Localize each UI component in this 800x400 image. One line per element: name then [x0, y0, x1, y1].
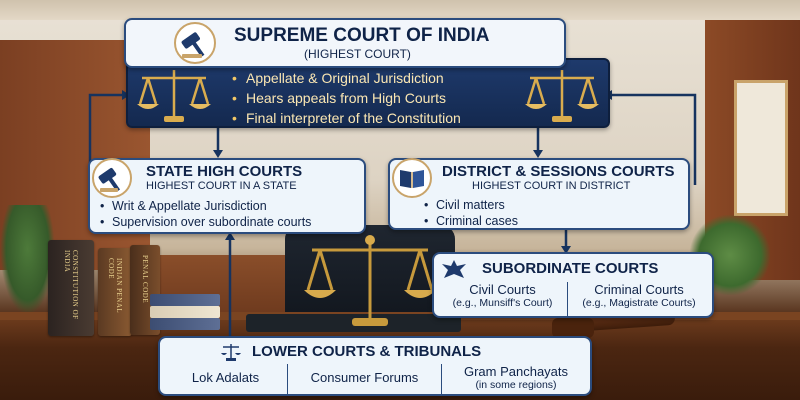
- district-courts-title: DISTRICT & SESSIONS COURTS: [442, 163, 675, 180]
- gavel-icon: [92, 158, 132, 198]
- supreme-court-header: SUPREME COURT OF INDIA (HIGHEST COURT): [124, 18, 566, 68]
- consumer-forums: Consumer Forums: [288, 364, 442, 394]
- lower-courts-split: Lok Adalats Consumer Forums Gram Panchay…: [164, 364, 590, 394]
- wall-frame: [734, 80, 788, 216]
- ceiling: [0, 0, 800, 20]
- scales-icon: [221, 344, 241, 361]
- gram-panchayats: Gram Panchayats: [463, 364, 569, 379]
- book-stack-2: [150, 306, 220, 318]
- plant-left: [0, 205, 55, 315]
- book-icon: [392, 158, 432, 198]
- supreme-point: Final interpreter of the Constitution: [232, 108, 461, 128]
- high-courts-points: Writ & Appellate Jurisdiction Supervisio…: [100, 198, 311, 230]
- lower-courts-title: LOWER COURTS & TRIBUNALS: [252, 343, 482, 360]
- civil-courts-title: Civil Courts: [469, 282, 536, 297]
- subordinate-courts-card: SUBORDINATE COURTS Civil Courts (e.g., M…: [432, 252, 714, 318]
- desk-scales: [304, 235, 436, 326]
- criminal-courts-title: Criminal Courts: [594, 282, 684, 297]
- criminal-courts-cell: Criminal Courts (e.g., Magistrate Courts…: [568, 282, 710, 316]
- high-courts-subtitle: HIGHEST COURT IN A STATE: [146, 180, 297, 192]
- high-courts-point: Writ & Appellate Jurisdiction: [100, 198, 311, 214]
- supreme-point: Hears appeals from High Courts: [232, 88, 461, 108]
- criminal-courts-example: (e.g., Magistrate Courts): [582, 297, 696, 309]
- high-courts-point: Supervision over subordinate courts: [100, 214, 311, 230]
- gram-panchayats-note: (in some regions): [475, 379, 557, 391]
- district-courts-card: DISTRICT & SESSIONS COURTS HIGHEST COURT…: [388, 158, 690, 230]
- supreme-court-points: Appellate & Original Jurisdiction Hears …: [232, 68, 461, 128]
- district-courts-points: Civil matters Criminal cases: [424, 197, 518, 229]
- book-stack-1: [150, 294, 220, 306]
- district-point: Criminal cases: [424, 213, 518, 229]
- ipc-book-label: INDIAN PENAL CODE: [107, 258, 123, 313]
- gavel-icon: [174, 22, 216, 64]
- book-stack-3: [150, 318, 220, 330]
- ipc-book: INDIAN PENAL CODE: [98, 248, 132, 336]
- high-courts-card: STATE HIGH COURTS HIGHEST COURT IN A STA…: [88, 158, 366, 234]
- supreme-court-subtitle: (HIGHEST COURT): [304, 47, 411, 61]
- district-point: Civil matters: [424, 197, 518, 213]
- supreme-point: Appellate & Original Jurisdiction: [232, 68, 461, 88]
- civil-courts-example: (e.g., Munsiff's Court): [452, 297, 553, 309]
- lok-adalats: Lok Adalats: [164, 364, 288, 394]
- supreme-court-title: SUPREME COURT OF INDIA: [234, 25, 490, 46]
- penal-code-book-label: PENAL CODE: [141, 255, 149, 304]
- constitution-book: CONSTITUTION OF INDIA: [48, 240, 94, 336]
- lower-courts-card: LOWER COURTS & TRIBUNALS Lok Adalats Con…: [158, 336, 592, 396]
- supreme-court-body: Appellate & Original Jurisdiction Hears …: [126, 58, 610, 128]
- subordinate-split: Civil Courts (e.g., Munsiff's Court) Cri…: [438, 282, 710, 316]
- emblem-icon: [442, 260, 466, 278]
- subordinate-courts-title: SUBORDINATE COURTS: [482, 260, 659, 277]
- high-courts-title: STATE HIGH COURTS: [146, 163, 303, 180]
- constitution-book-label: CONSTITUTION OF INDIA: [63, 250, 79, 320]
- district-courts-subtitle: HIGHEST COURT IN DISTRICT: [472, 180, 631, 192]
- gram-panchayats-cell: Gram Panchayats (in some regions): [442, 364, 590, 394]
- gavel-head: [552, 318, 594, 338]
- scales-icon: [137, 70, 211, 122]
- civil-courts-cell: Civil Courts (e.g., Munsiff's Court): [438, 282, 568, 316]
- scales-icon: [525, 70, 599, 122]
